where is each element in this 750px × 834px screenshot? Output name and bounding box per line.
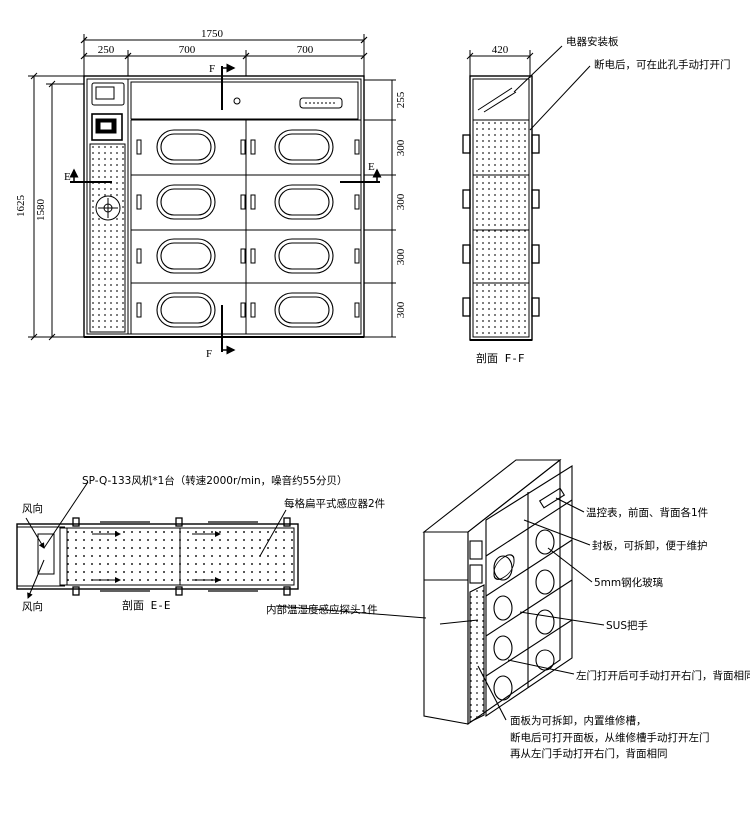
dim-row-2: 300 (395, 139, 407, 156)
fan-note: SP-Q-133风机*1台（转速2000r/min，噪音约55分贝） (82, 474, 348, 487)
section-mark-e-right: E (368, 161, 375, 173)
callout-electrical-board: 电器安装板 (566, 35, 619, 48)
dim-row-5: 300 (395, 301, 407, 318)
dim-depth: 420 (492, 44, 509, 56)
callout-door-open: 左门打开后可手动打开右门，背面相同 (576, 669, 750, 682)
callout-handle: SUS把手 (606, 619, 648, 632)
iso-view-text: 温控表，前面、背面各1件 封板，可拆卸，便于维护 5mm钢化玻璃 SUS把手 左… (510, 506, 750, 760)
panel-note-2: 断电后可打开面板，从维修槽手动打开左门 (510, 731, 710, 744)
callout-cover-plate: 封板，可拆卸，便于维护 (592, 539, 708, 552)
side-section-text: 420 电器安装板 断电后，可在此孔手动打开门 剖面 F-F (476, 35, 731, 365)
dim-width-total: 1750 (201, 28, 224, 40)
plan-section-text: SP-Q-133风机*1台（转速2000r/min，噪音约55分贝） 风向 风向… (22, 474, 385, 616)
front-view-dimension-text: 1750 250 700 700 1625 1580 255 300 300 3… (15, 28, 407, 360)
probe-note: 内部温湿度感应探头1件 (266, 603, 378, 616)
wind-direction-top: 风向 (22, 502, 43, 515)
callout-thermostat: 温控表，前面、背面各1件 (586, 506, 708, 519)
dim-row-4: 300 (395, 248, 407, 265)
section-ee-title: 剖面 E-E (122, 598, 171, 612)
panel-note-3: 再从左门手动打开右门，背面相同 (510, 747, 668, 760)
dim-row-1: 255 (395, 91, 407, 108)
dim-row-3: 300 (395, 193, 407, 210)
sensor-note: 每格扁平式感应器2件 (284, 497, 385, 510)
dim-height-total: 1625 (15, 195, 27, 218)
dim-width-mid: 700 (179, 44, 196, 56)
dim-width-left: 250 (98, 44, 115, 56)
callout-manual-open-hole: 断电后，可在此孔手动打开门 (594, 58, 731, 71)
side-section-view (462, 45, 591, 341)
dim-width-right: 700 (297, 44, 314, 56)
callout-glass: 5mm钢化玻璃 (594, 576, 663, 589)
section-mark-f-top: F (209, 63, 215, 75)
panel-note-1: 面板为可拆卸，内置维修槽， (510, 714, 647, 727)
dim-height-inner: 1580 (35, 199, 47, 222)
section-mark-f-bottom: F (206, 348, 212, 360)
section-ff-title: 剖面 F-F (476, 351, 525, 365)
section-mark-e-left: E (64, 171, 71, 183)
iso-view (422, 458, 605, 726)
plan-section-view (16, 481, 427, 619)
front-view (28, 34, 396, 355)
wind-direction-bottom: 风向 (22, 600, 43, 613)
